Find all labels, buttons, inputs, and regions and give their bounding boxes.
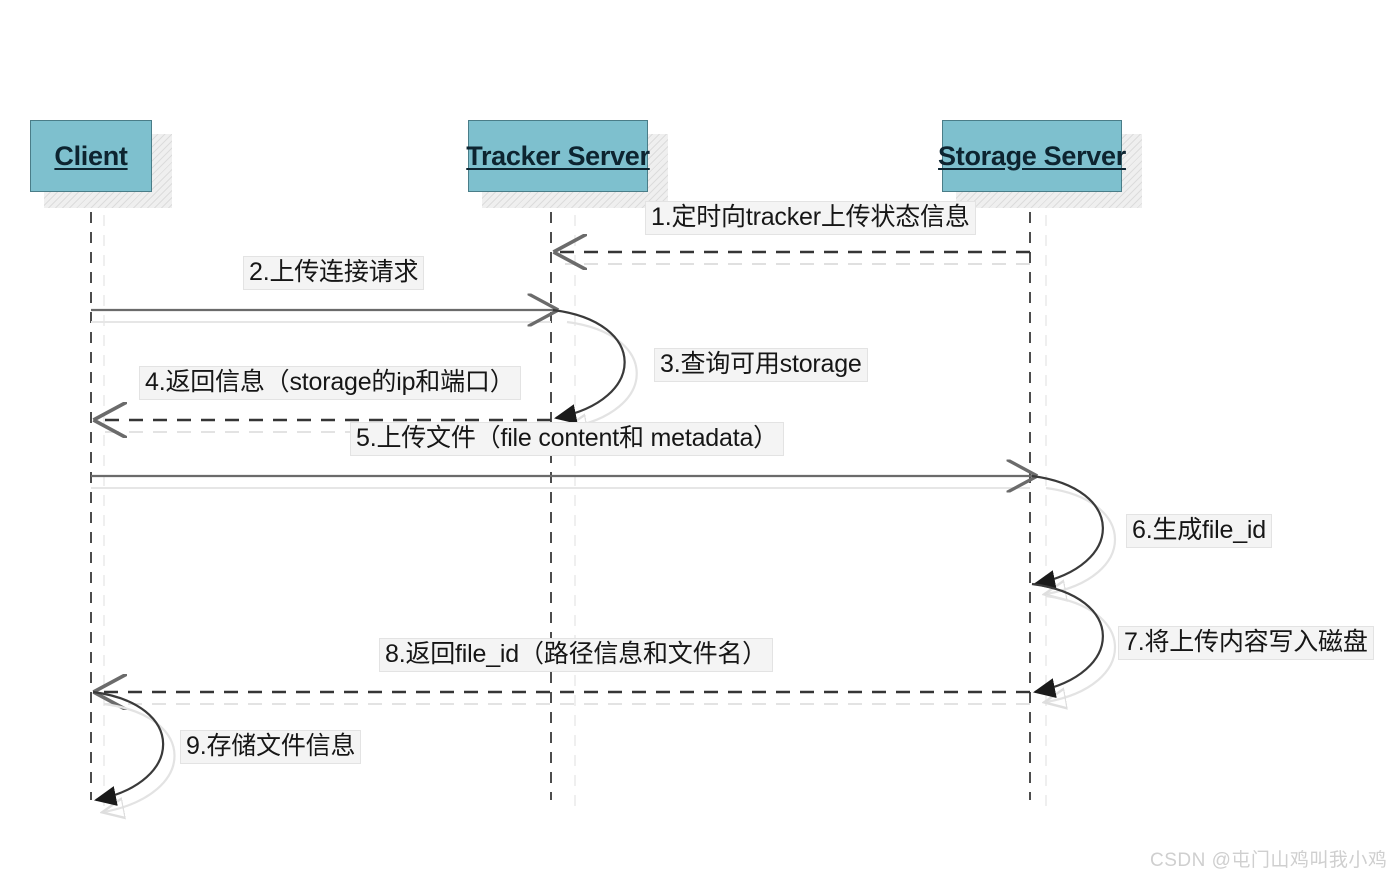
message-arrow-2 (91, 310, 556, 322)
actor-tracker-server[interactable]: Tracker Server (466, 120, 650, 192)
message-selfloop-7 (1031, 582, 1116, 702)
message-selfloop-6 (1031, 474, 1116, 594)
actor-client[interactable]: Client (30, 120, 152, 192)
message-selfloop-3 (552, 308, 638, 428)
message-label-6: 6.生成file_id (1126, 514, 1272, 548)
message-label-2: 2.上传连接请求 (243, 256, 425, 290)
lifelines (90, 192, 1031, 800)
message-arrow-8 (96, 692, 1030, 704)
actor-client-label: Client (54, 140, 128, 171)
message-label-4: 4.返回信息（storage的ip和端口） (139, 366, 521, 400)
message-label-8: 8.返回file_id（路径信息和文件名） (379, 638, 773, 672)
message-label-1: 1.定时向tracker上传状态信息 (645, 201, 976, 235)
message-arrow-5 (91, 476, 1035, 488)
message-label-3: 3.查询可用storage (654, 348, 868, 382)
lifeline-shadows (103, 195, 1047, 815)
message-label-5: 5.上传文件（file content和 metadata） (350, 422, 784, 456)
actor-tracker-server-label: Tracker Server (466, 140, 650, 171)
message-label-7: 7.将上传内容写入磁盘 (1118, 626, 1374, 660)
actor-storage-server-label: Storage Server (938, 140, 1126, 171)
message-label-9: 9.存储文件信息 (180, 730, 362, 764)
message-selfloop-9 (92, 690, 176, 812)
actor-storage-server[interactable]: Storage Server (938, 120, 1126, 192)
message-arrow-1 (556, 252, 1030, 264)
csdn-watermark: CSDN @屯门山鸡叫我小鸡 (1150, 850, 1387, 871)
